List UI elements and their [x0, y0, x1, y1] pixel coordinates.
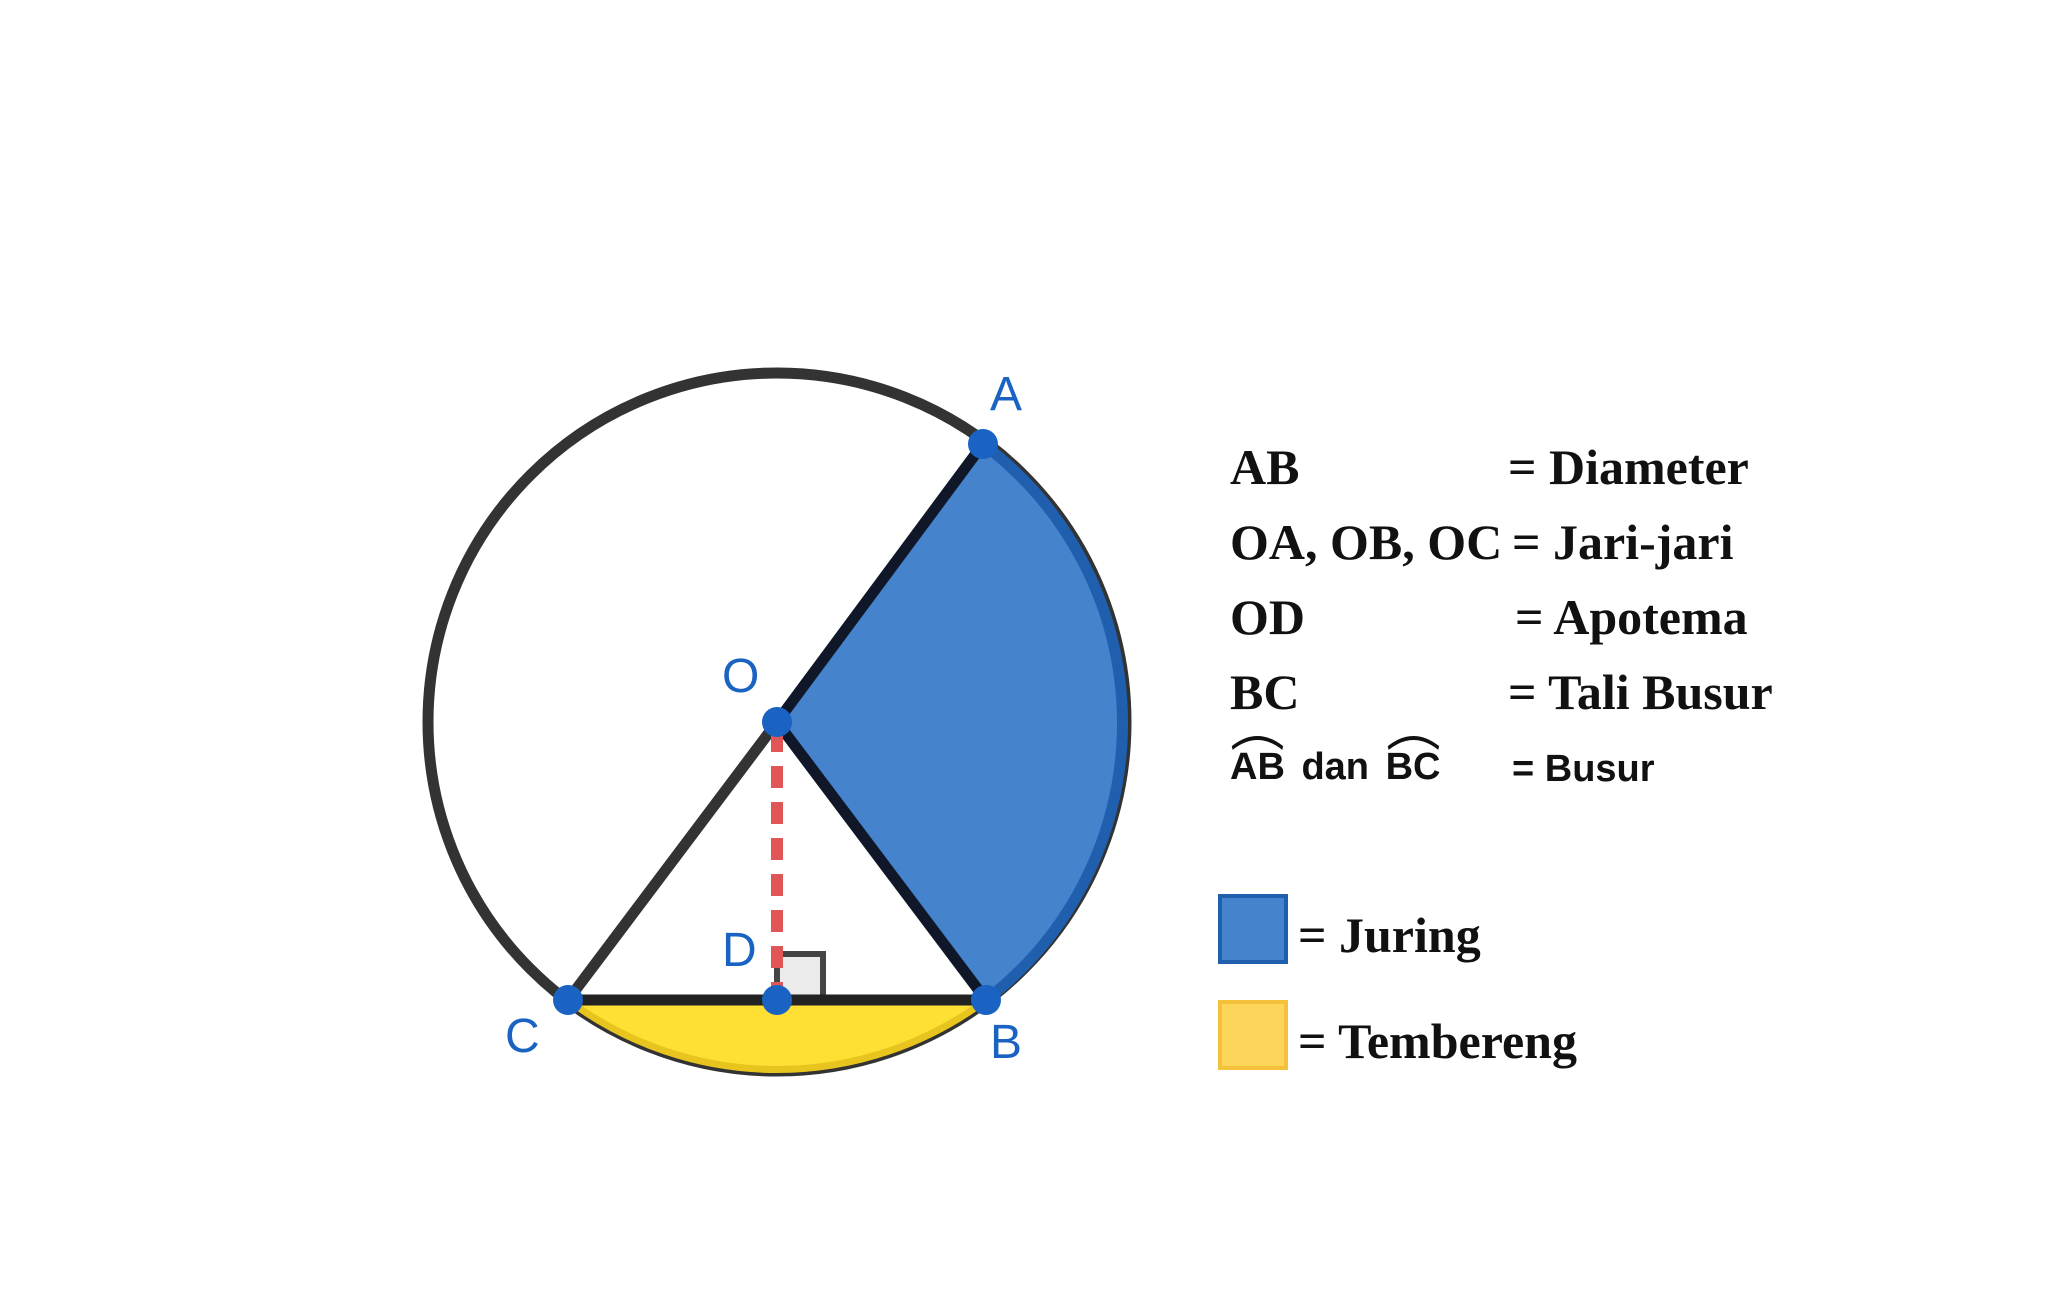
def-eq-apothem: = Apotema [1515, 589, 1748, 645]
legend-label-tembereng: = Tembereng [1298, 1013, 1577, 1069]
segment-arc-edge [565, 997, 989, 1073]
point-a [968, 429, 998, 459]
legend-swatch-tembereng [1218, 1000, 1288, 1070]
sector-arc-edge [979, 439, 1129, 1005]
arc-hat-icon [1231, 736, 1284, 750]
arc-hat-icon [1387, 736, 1439, 750]
def-eq-radius: = Jari-jari [1512, 514, 1734, 570]
radius-ob [771, 716, 992, 1006]
legend-label-juring: = Juring [1298, 907, 1481, 963]
arc-bc-notation: BC [1385, 736, 1441, 788]
radius-oa [771, 438, 989, 728]
sector-juring [777, 444, 1123, 1000]
label-b: B [990, 1016, 1022, 1069]
def-term-chord: BC [1230, 664, 1300, 720]
def-term-arc: AB dan BC [1230, 736, 1441, 788]
label-a: A [990, 368, 1022, 421]
point-o [762, 707, 792, 737]
arc-ab-notation: AB [1230, 736, 1285, 788]
radius-oc [562, 716, 783, 1006]
def-term-radius: OA, OB, OC [1230, 514, 1503, 570]
arc-bc-label: BC [1385, 746, 1441, 788]
def-eq-diameter: = Diameter [1508, 439, 1749, 495]
arc-connector: dan [1301, 746, 1370, 788]
def-eq-arc: = Busur [1512, 748, 1655, 790]
label-o: O [722, 650, 759, 703]
def-term-apothem: OD [1230, 589, 1305, 645]
def-term-diameter: AB [1230, 439, 1300, 495]
point-c [553, 985, 583, 1015]
legend-swatch-juring [1218, 894, 1288, 964]
def-eq-chord: = Tali Busur [1508, 664, 1773, 720]
label-c: C [505, 1010, 540, 1063]
arc-ab-label: AB [1230, 746, 1285, 788]
label-d: D [722, 924, 757, 977]
point-b [971, 985, 1001, 1015]
point-d [762, 985, 792, 1015]
